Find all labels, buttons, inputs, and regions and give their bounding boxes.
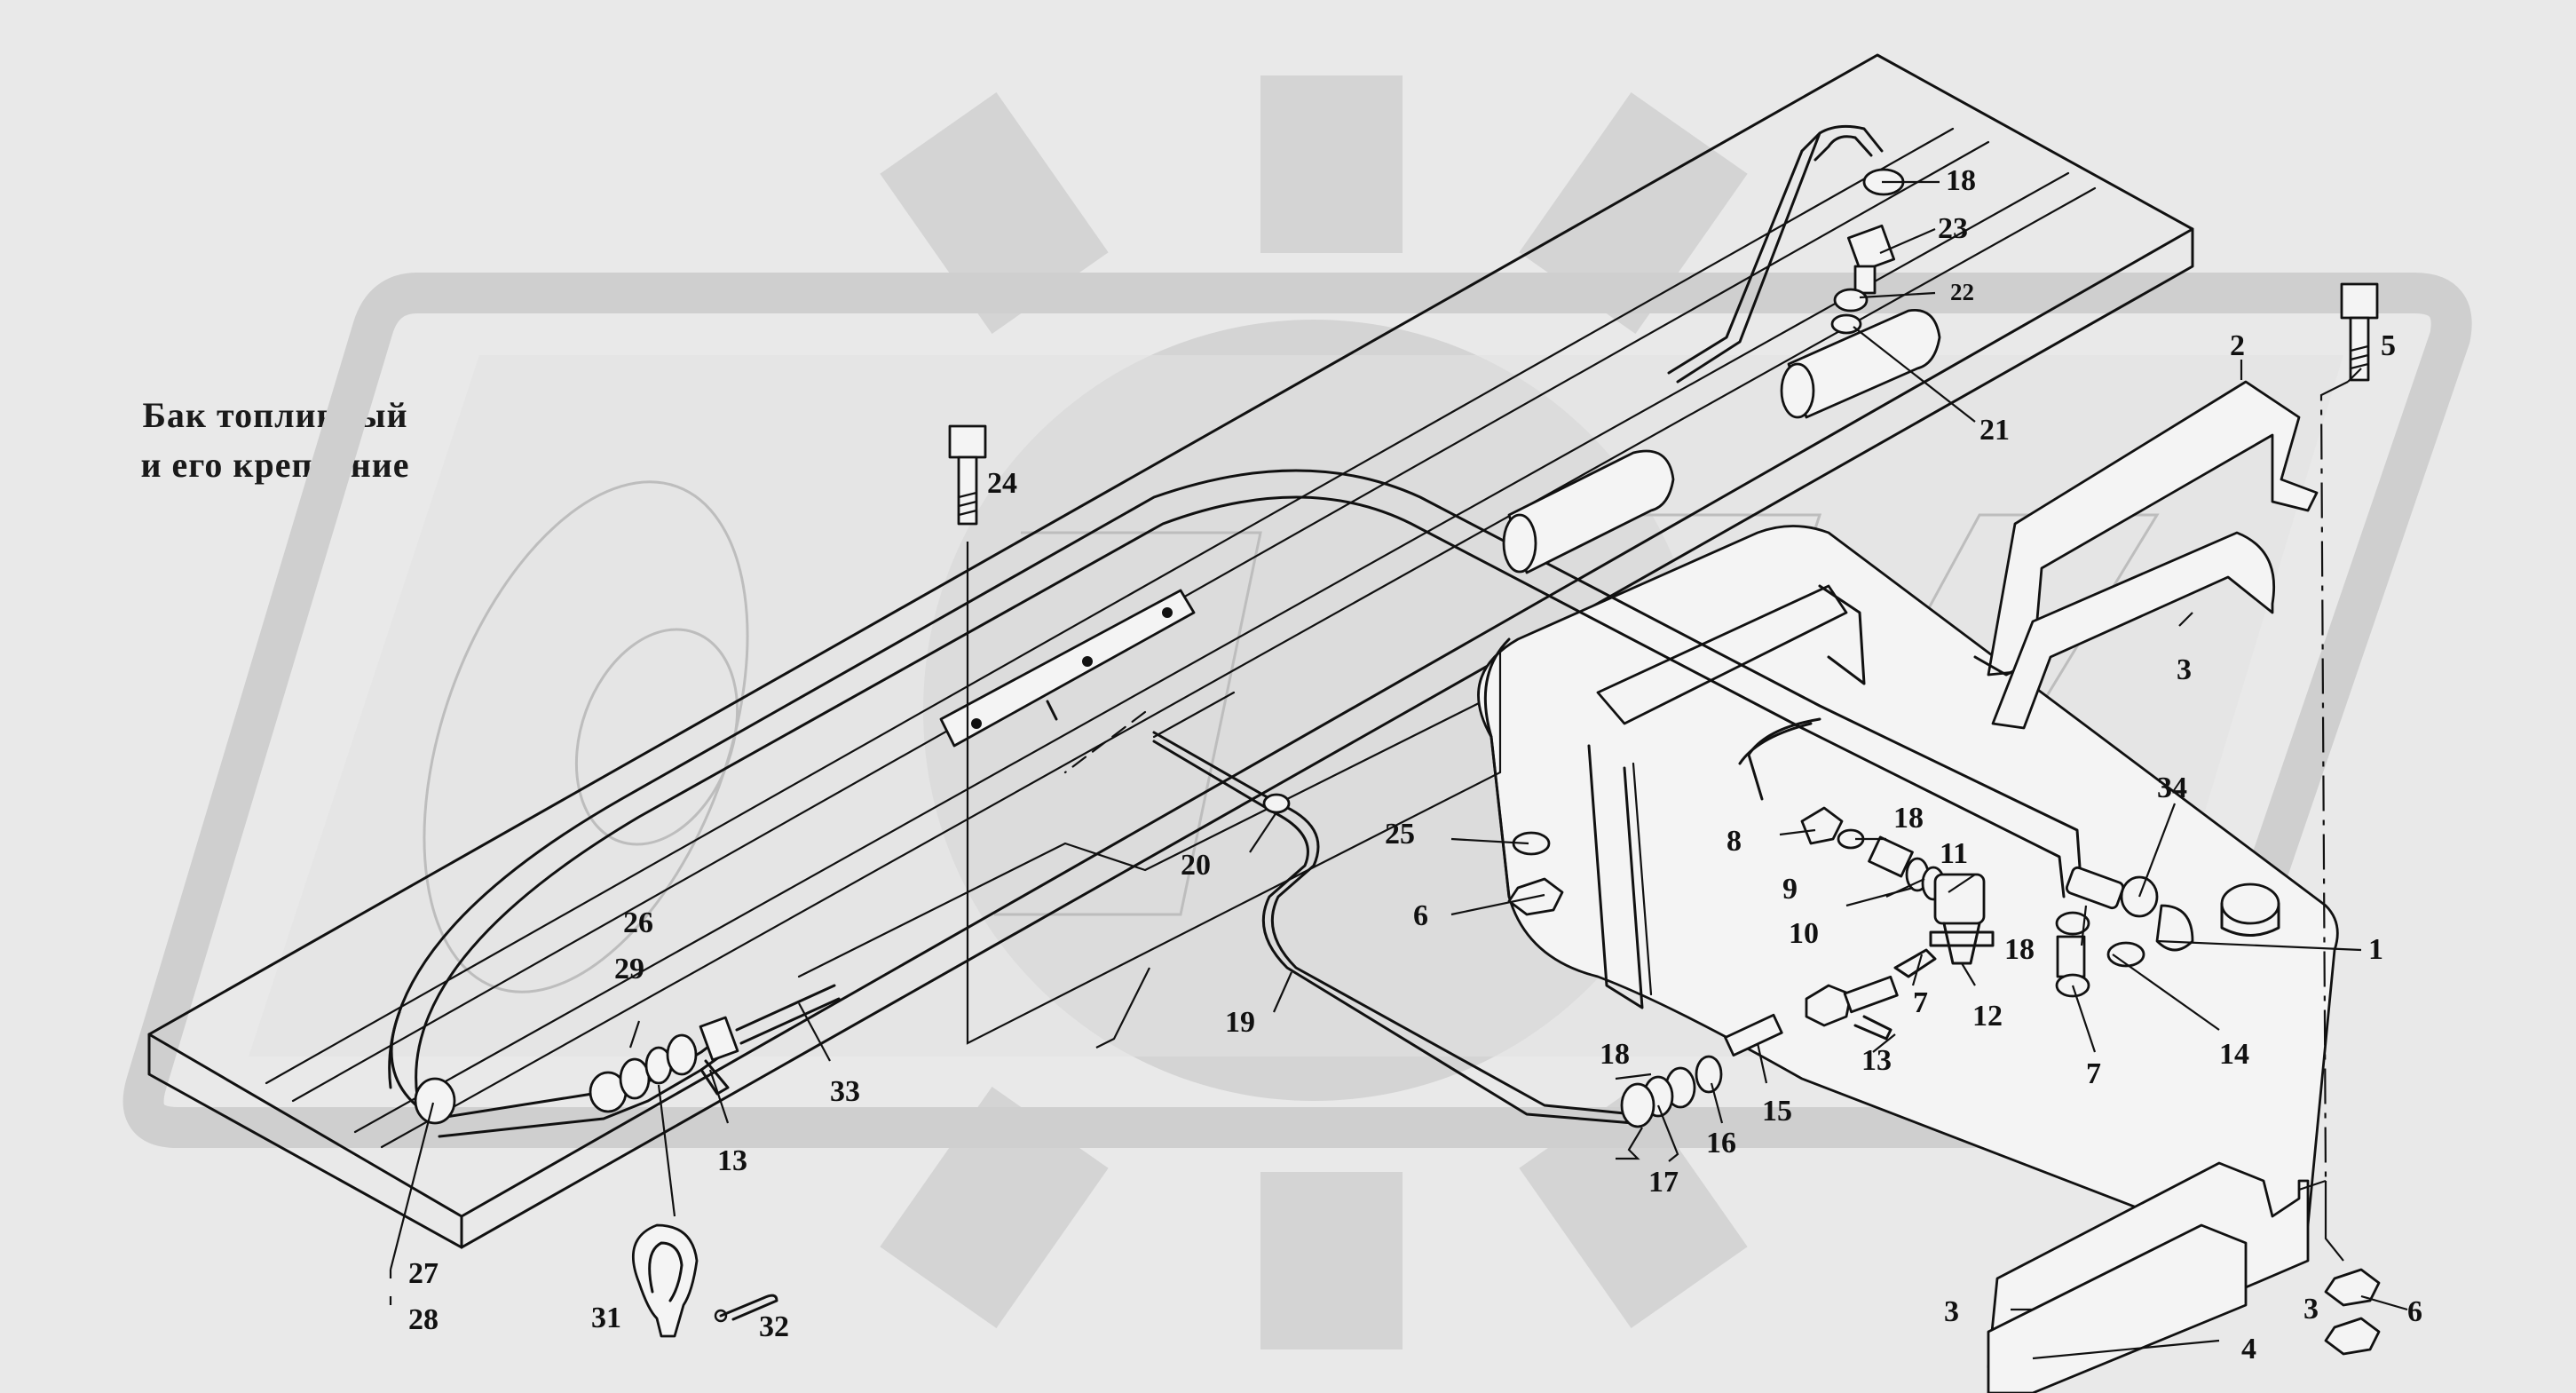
- cotter-pin-32: [714, 1294, 778, 1323]
- fuel-line-bracket-upper: [939, 589, 1196, 748]
- callout-29: 29: [614, 953, 644, 985]
- fittings-cluster: [1800, 806, 1995, 965]
- hose-coupling-29-13: [589, 1016, 739, 1113]
- callout-labels: 18 23 22 21 2 5 3 34 1 14 7 18 12 7 13 1…: [408, 164, 2422, 1365]
- callout-6-lower: 6: [2407, 1295, 2422, 1328]
- callout-11: 11: [1940, 837, 1968, 870]
- leader-24: [966, 542, 1502, 1045]
- callout-5: 5: [2381, 329, 2396, 362]
- callout-12: 12: [1972, 1000, 2003, 1033]
- callout-27: 27: [408, 1257, 439, 1290]
- callout-7-right: 7: [2086, 1057, 2101, 1090]
- callout-32: 32: [759, 1310, 789, 1343]
- callout-19: 19: [1225, 1006, 1255, 1039]
- upper-fittings-18-23-22-21: [1830, 168, 1905, 335]
- callout-20: 20: [1181, 849, 1211, 882]
- callout-7-mid: 7: [1913, 986, 1928, 1019]
- callout-34: 34: [2157, 772, 2187, 804]
- callout-10: 10: [1789, 917, 1819, 950]
- callout-9: 9: [1782, 873, 1798, 906]
- callout-3-bottom: 3: [1944, 1295, 1959, 1328]
- callout-22: 22: [1950, 279, 1974, 305]
- callout-28: 28: [408, 1303, 439, 1336]
- hose-clamp-29: [414, 1077, 456, 1125]
- callout-33: 33: [830, 1075, 860, 1108]
- callout-15: 15: [1762, 1095, 1792, 1128]
- clamp-31: [632, 1223, 699, 1338]
- callout-16: 16: [1706, 1127, 1736, 1160]
- callout-18-lower: 18: [1600, 1038, 1630, 1071]
- callout-13-mid: 13: [1861, 1044, 1892, 1077]
- bolt-5: [2340, 282, 2379, 382]
- callout-4: 4: [2241, 1333, 2256, 1365]
- fuel-line-supply: [1063, 691, 1635, 1125]
- callout-8: 8: [1727, 825, 1742, 858]
- bolt-24: [948, 424, 987, 526]
- callout-31: 31: [591, 1302, 621, 1334]
- fuel-line-return: [1667, 124, 1884, 384]
- callout-13-left: 13: [717, 1144, 747, 1177]
- nut-6-lower: [2324, 1268, 2381, 1356]
- callout-14: 14: [2219, 1038, 2249, 1071]
- callout-3-upper: 3: [2177, 653, 2192, 686]
- callout-18-top: 18: [1946, 164, 1976, 197]
- callout-18-cluster: 18: [1893, 802, 1924, 835]
- banjo-fittings: [1805, 948, 1937, 1041]
- callout-6-mid: 6: [1413, 899, 1428, 932]
- tank-bracket-upper: [1973, 380, 2319, 730]
- callout-1: 1: [2368, 933, 2383, 966]
- callout-21: 21: [1979, 414, 2010, 447]
- callout-25: 25: [1385, 818, 1415, 851]
- callout-18-right: 18: [2004, 933, 2035, 966]
- cylinder-pair: [1502, 308, 1941, 574]
- leader-lines: [389, 180, 2408, 1360]
- diagram-title-line-2: и его крепление: [140, 445, 410, 485]
- fitting-34-tee: [2055, 866, 2194, 998]
- tank-bracket-lower: [1987, 1161, 2310, 1393]
- fitting-15-16-18: [1620, 1013, 1783, 1128]
- callout-26: 26: [623, 906, 653, 939]
- fuel-line-main: [388, 469, 2083, 1098]
- callout-23: 23: [1938, 212, 1968, 245]
- callout-3-lower: 3: [2303, 1293, 2319, 1326]
- callout-24: 24: [987, 467, 1017, 500]
- callout-2: 2: [2230, 329, 2245, 362]
- callout-17: 17: [1648, 1166, 1679, 1199]
- fuel-line-clip-20: [1262, 793, 1291, 814]
